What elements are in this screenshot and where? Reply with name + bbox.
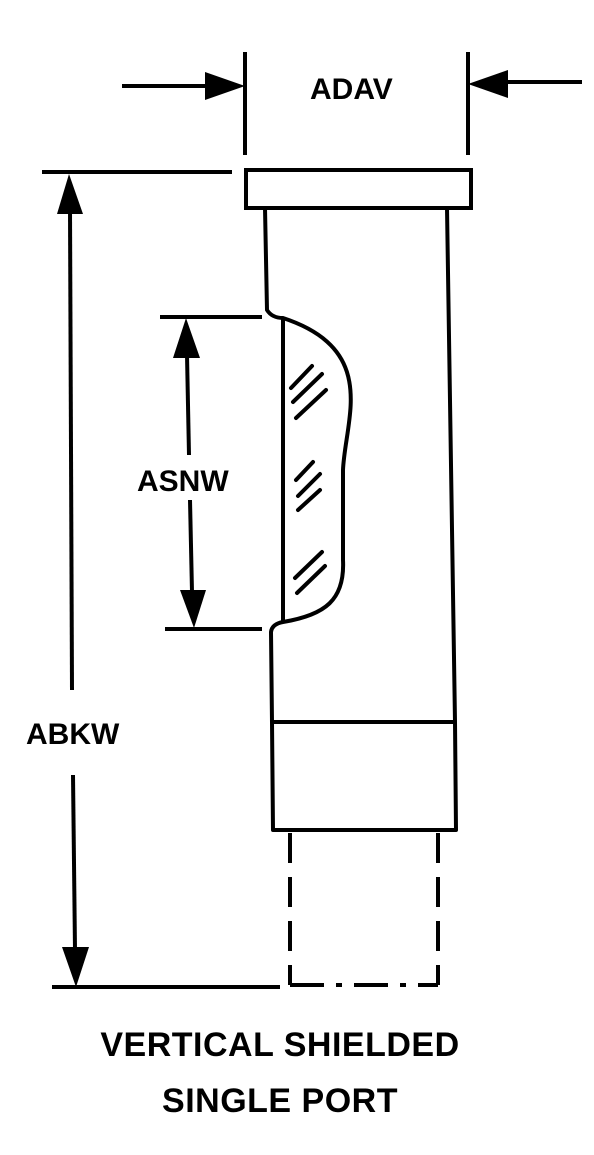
dashed-extension: [288, 833, 440, 987]
length-label: ABKW: [26, 718, 120, 751]
length-arrow-upper-shaft: [68, 209, 74, 691]
window-label: ASNW: [137, 465, 229, 498]
window-arrow-lower-head: [180, 590, 206, 628]
window-arrow-lower-shaft: [188, 499, 194, 593]
caption-line-2: SINGLE PORT: [162, 1082, 398, 1120]
length-arrow-lower-shaft: [71, 774, 77, 951]
width-label: ADAV: [310, 73, 393, 106]
caption-line-1: VERTICAL SHIELDED: [100, 1026, 460, 1064]
width-arrow-left-head: [205, 72, 245, 100]
length-dimension: [42, 170, 280, 989]
length-arrow-upper-head: [57, 174, 83, 214]
width-arrow-right-head: [468, 70, 508, 98]
flange-cap: [244, 168, 473, 210]
window-arrow-upper-head: [173, 318, 200, 358]
window-dimension: [160, 315, 262, 631]
tube-body-outline: [263, 207, 458, 832]
length-arrow-lower-head: [62, 947, 89, 987]
window-hatching: [289, 364, 328, 595]
window-arrow-upper-shaft: [185, 354, 191, 456]
width-dimension: [122, 52, 582, 155]
